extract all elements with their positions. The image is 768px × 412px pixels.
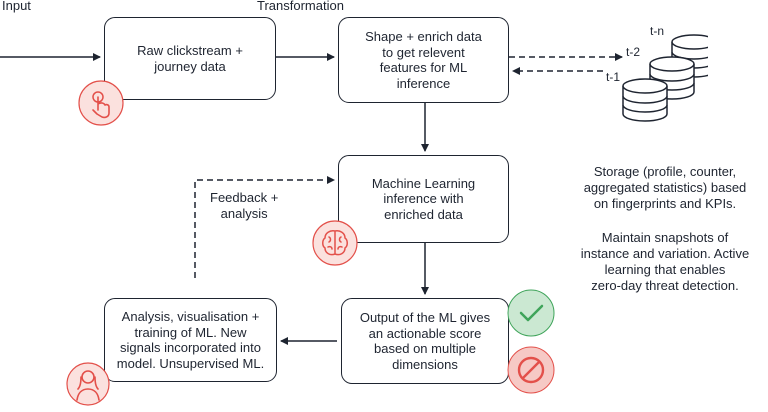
stack-label-tn: t-n (650, 24, 665, 38)
touch-hand-icon (78, 80, 124, 126)
feedback-label: Feedback + analysis (210, 190, 279, 221)
stack-label-t1: t-1 (606, 70, 621, 84)
transformation-label: Transformation (257, 0, 344, 13)
check-icon (507, 289, 555, 337)
input-label: Input (2, 0, 31, 13)
shape-enrich-text: Shape + enrich data to get relevent feat… (365, 29, 482, 91)
snapshot-note: Maintain snapshots of instance and varia… (580, 230, 750, 293)
analysis-box: Analysis, visualisation + training of ML… (104, 298, 277, 382)
brain-icon (312, 220, 358, 266)
storage-note: Storage (profile, counter, aggregated st… (583, 164, 747, 211)
stack-label-t2: t-2 (626, 45, 641, 59)
shape-enrich-box: Shape + enrich data to get relevent feat… (338, 17, 509, 103)
person-icon (66, 362, 110, 406)
blocked-icon (507, 346, 555, 394)
ml-output-text: Output of the ML gives an actionable sco… (359, 310, 491, 372)
ml-output-box: Output of the ML gives an actionable sco… (341, 298, 509, 384)
analysis-text: Analysis, visualisation + training of ML… (116, 309, 265, 371)
raw-data-text: Raw clickstream + journey data (137, 43, 243, 74)
raw-data-box: Raw clickstream + journey data (104, 17, 276, 100)
ml-inference-box: Machine Learning inference with enriched… (338, 155, 509, 243)
ml-inference-text: Machine Learning inference with enriched… (371, 175, 476, 222)
feedback-arrow (194, 176, 335, 278)
database-icon (622, 34, 708, 122)
